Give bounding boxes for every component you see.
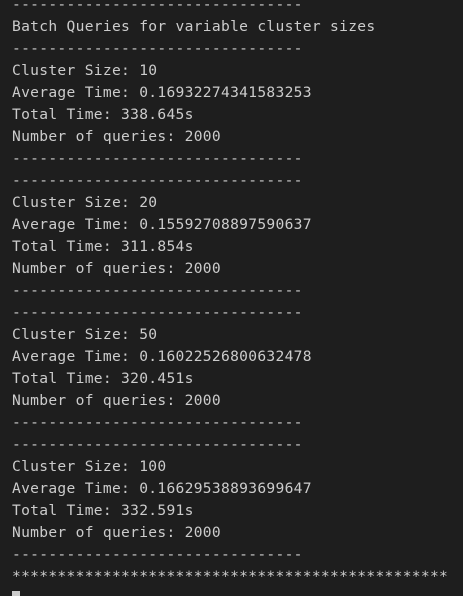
- text-cursor: [12, 591, 20, 596]
- query-count-line: Number of queries: 2000: [12, 392, 221, 409]
- total-time-line: Total Time: 320.451s: [12, 370, 194, 387]
- separator-line: --------------------------------: [12, 282, 303, 299]
- cluster-size-line: Cluster Size: 10: [12, 62, 158, 79]
- total-time-line: Total Time: 311.854s: [12, 238, 194, 255]
- total-time-line: Total Time: 332.591s: [12, 502, 194, 519]
- query-count-line: Number of queries: 2000: [12, 260, 221, 277]
- separator-line: --------------------------------: [12, 172, 303, 189]
- average-time-line: Average Time: 0.16022526800632478: [12, 348, 312, 365]
- cluster-size-line: Cluster Size: 100: [12, 458, 167, 475]
- asterisk-separator-line: ****************************************…: [12, 568, 449, 585]
- separator-line: --------------------------------: [12, 40, 303, 57]
- output-heading: Batch Queries for variable cluster sizes: [12, 18, 376, 35]
- cluster-size-line: Cluster Size: 50: [12, 326, 158, 343]
- average-time-line: Average Time: 0.15592708897590637: [12, 216, 312, 233]
- terminal-lines: -------------------------------- Batch Q…: [12, 0, 448, 588]
- cluster-size-line: Cluster Size: 20: [12, 194, 158, 211]
- separator-line: --------------------------------: [12, 546, 303, 563]
- separator-line: --------------------------------: [12, 304, 303, 321]
- separator-line: --------------------------------: [12, 150, 303, 167]
- separator-line: --------------------------------: [12, 0, 303, 13]
- total-time-line: Total Time: 338.645s: [12, 106, 194, 123]
- average-time-line: Average Time: 0.16629538893699647: [12, 480, 312, 497]
- query-count-line: Number of queries: 2000: [12, 524, 221, 541]
- separator-line: --------------------------------: [12, 414, 303, 431]
- average-time-line: Average Time: 0.16932274341583253: [12, 84, 312, 101]
- query-count-line: Number of queries: 2000: [12, 128, 221, 145]
- separator-line: --------------------------------: [12, 436, 303, 453]
